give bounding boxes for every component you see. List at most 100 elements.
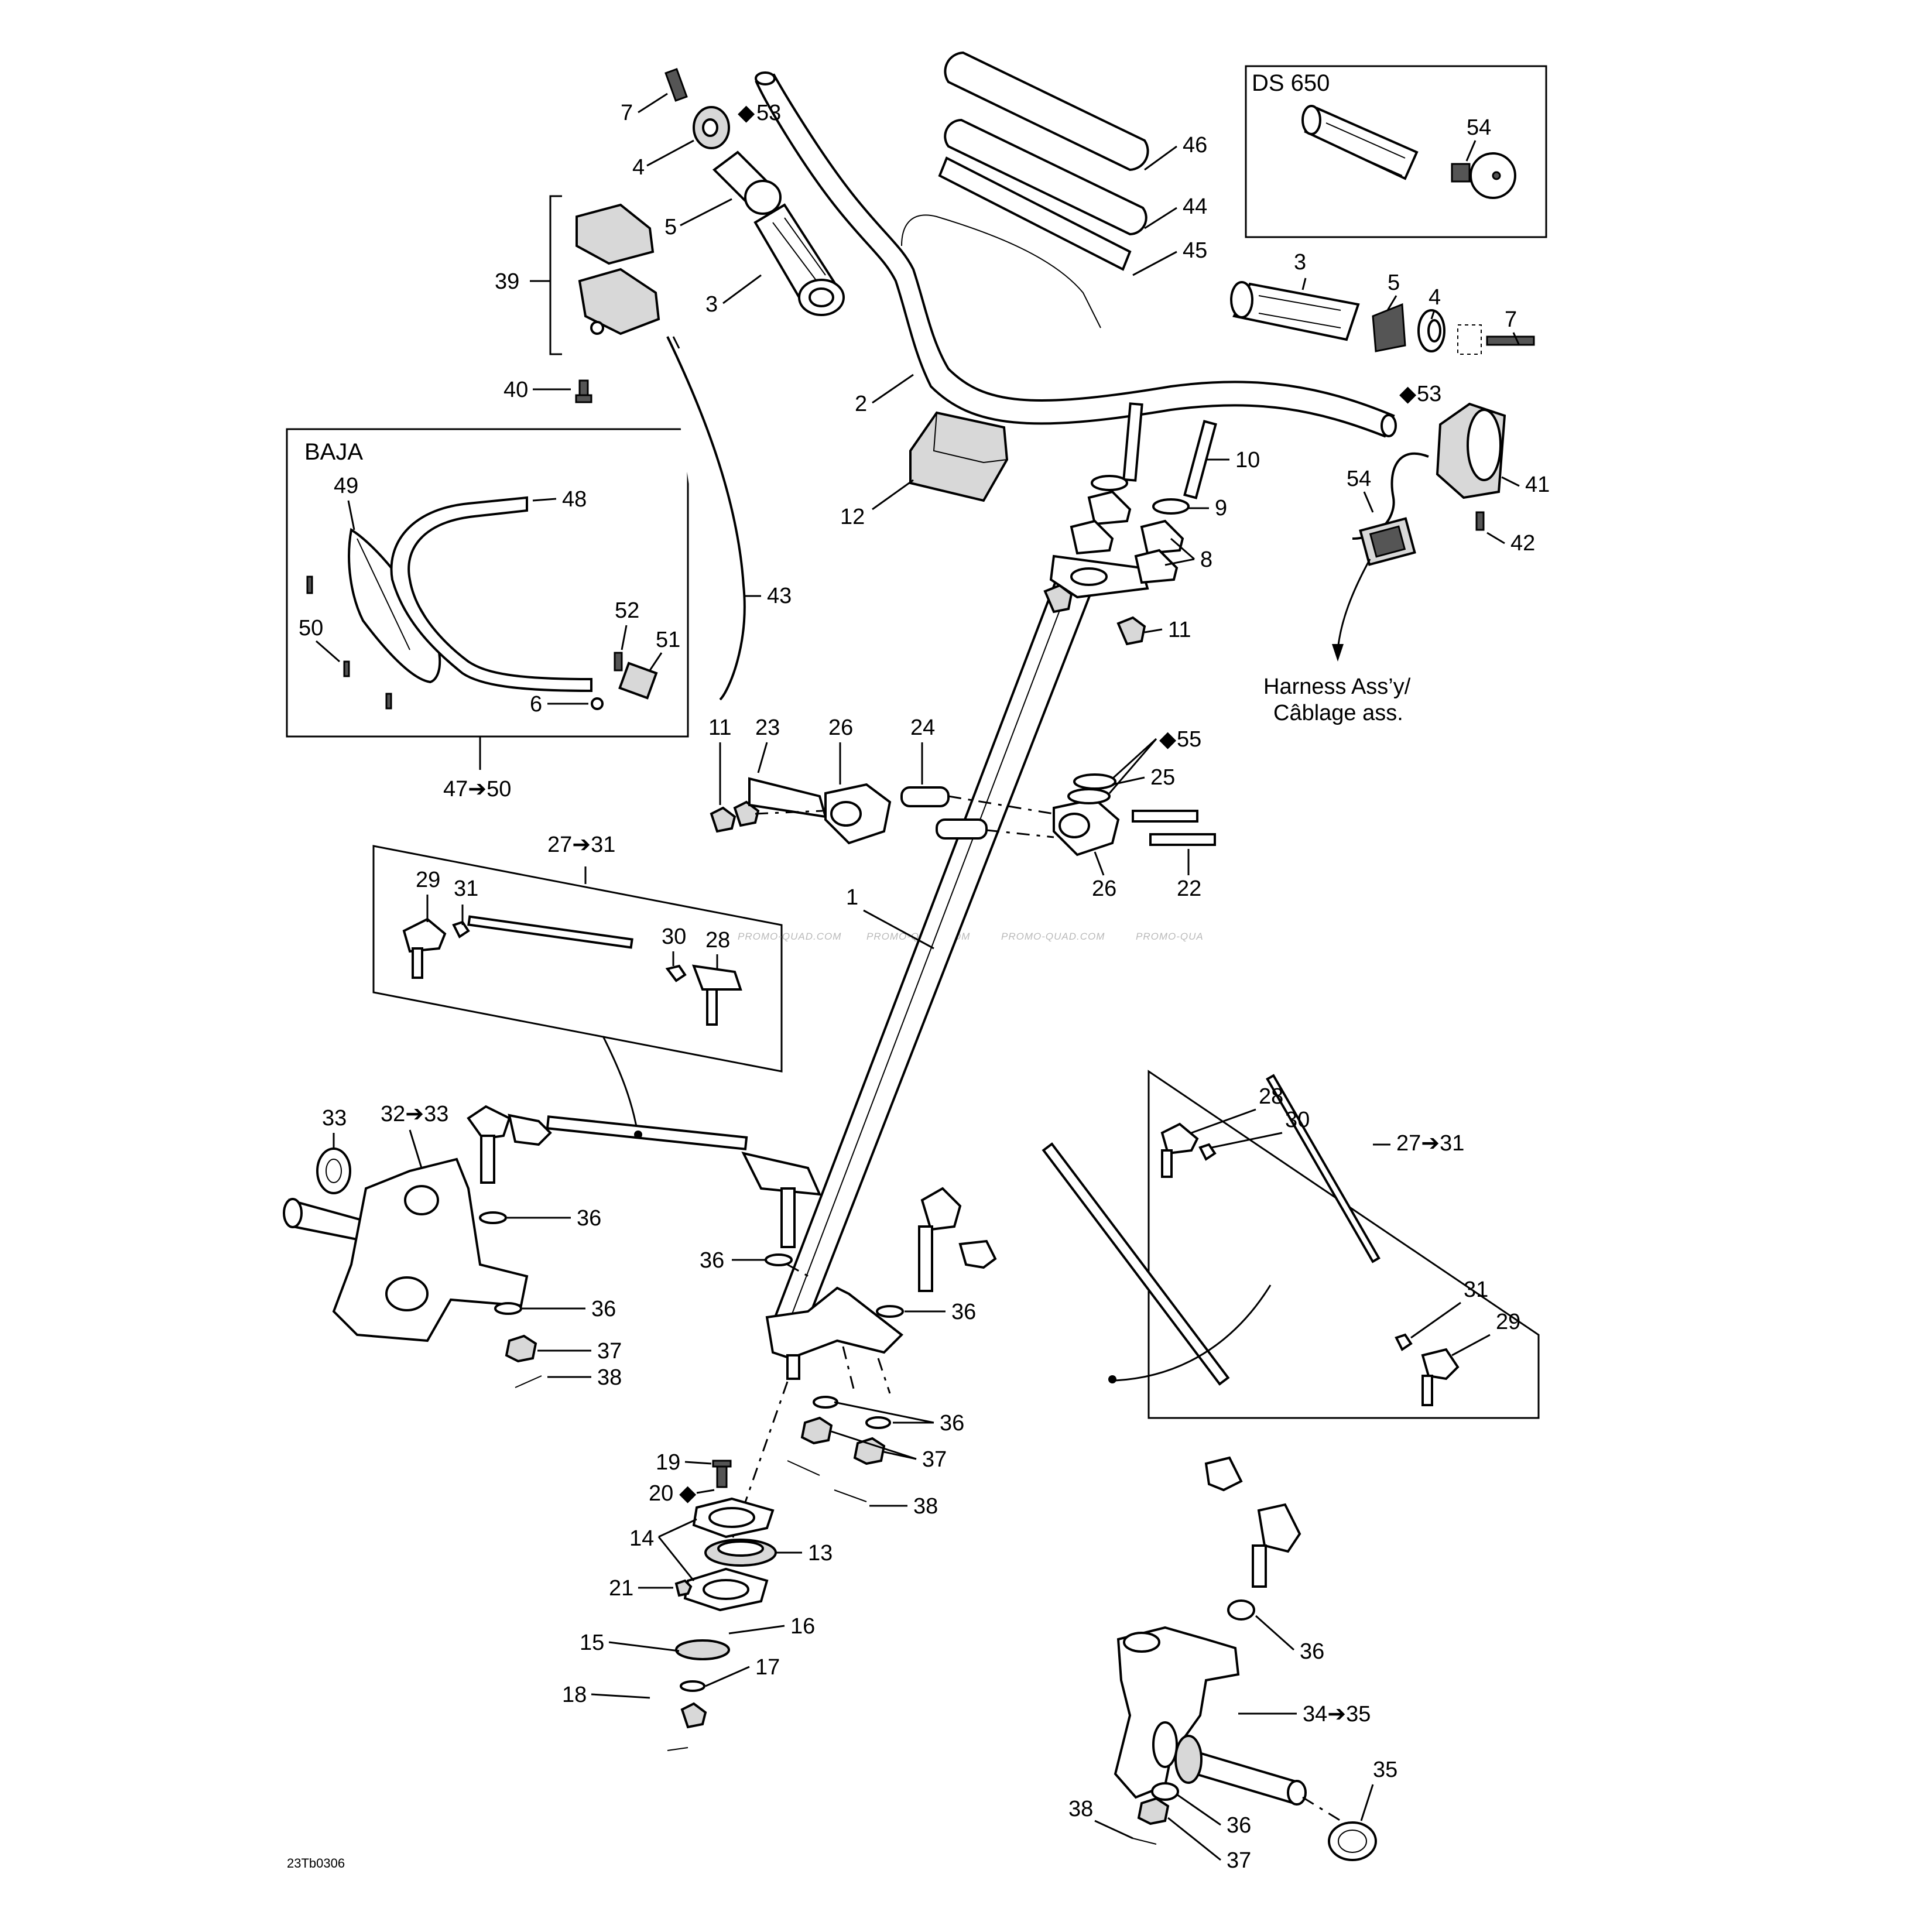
switch-housing-41 [1352, 402, 1506, 566]
callout-49: 49 [334, 474, 358, 498]
callout-37c: 37 [1227, 1848, 1251, 1873]
callout-44: 44 [1183, 194, 1207, 219]
tie-rod-left [467, 1105, 822, 1248]
callout-38a: 38 [597, 1365, 622, 1390]
column-support-group [710, 773, 1216, 857]
screw-40 [575, 379, 592, 403]
callout-2: 2 [855, 392, 867, 416]
callout-45: 45 [1183, 238, 1207, 263]
callout-37a: 37 [597, 1339, 622, 1364]
callout-53b: 53 [1417, 382, 1441, 406]
callout-55: 55 [1177, 727, 1201, 752]
washer-36a [479, 1211, 507, 1224]
callout-43: 43 [767, 584, 792, 608]
drop-icon-55: ◆ [1159, 727, 1177, 752]
callout-54: 54 [1467, 115, 1491, 140]
pin-38b [787, 1460, 820, 1476]
washer-36h [1151, 1782, 1179, 1801]
callout-30b: 30 [1285, 1108, 1310, 1132]
callout-36g: 36 [1227, 1813, 1251, 1838]
throttle-cable-43 [666, 336, 746, 701]
callout-36d: 36 [951, 1300, 976, 1324]
callout-3: 3 [705, 292, 718, 317]
steering-column-1 [771, 554, 1149, 1337]
baja-box-label: BAJA [304, 439, 363, 465]
callout-7: 7 [621, 101, 633, 125]
callout-12: 12 [840, 505, 865, 529]
washer-9b [1152, 498, 1190, 515]
callout-25: 25 [1150, 765, 1175, 790]
nut-37a [505, 1334, 537, 1363]
handlebar-pad-46 [944, 51, 1149, 172]
callout-16: 16 [790, 1614, 815, 1639]
callout-52: 52 [615, 598, 639, 623]
callout-5: 5 [664, 215, 677, 239]
callout-6: 6 [530, 692, 542, 717]
washer-36g [1227, 1599, 1255, 1621]
figure-code: 23Tb0306 [287, 1856, 345, 1871]
callout-3b: 3 [1294, 250, 1306, 275]
callout-36c: 36 [591, 1297, 616, 1321]
svg-text:PROMO-QUAD.COM: PROMO-QUAD.COM [1001, 931, 1105, 942]
callout-11a: 11 [1168, 618, 1191, 642]
harness-label-2: Câblage ass. [1273, 701, 1403, 725]
harness-label-1: Harness Ass’y/ [1263, 674, 1411, 699]
nut-37b [800, 1416, 833, 1445]
callout-17: 17 [755, 1655, 780, 1680]
baja-handguard [306, 496, 658, 710]
callout-21: 21 [609, 1576, 633, 1601]
left-grip-assembly [664, 68, 845, 316]
drop-icon-b: ◆ [1399, 382, 1417, 406]
washer-36f [865, 1416, 891, 1429]
tie-rod-upper-detail [402, 915, 742, 1026]
svg-text:PROMO-QUAD.COM: PROMO-QUAD.COM [738, 931, 841, 942]
washer-9a [1091, 475, 1128, 491]
callout-5b: 5 [1388, 270, 1400, 295]
callout-42: 42 [1510, 531, 1535, 556]
callout-8: 8 [1200, 547, 1212, 572]
ds650-variant-box [1245, 65, 1547, 238]
callout-38b: 38 [913, 1494, 938, 1519]
callout-48: 48 [562, 487, 587, 512]
bolts-10 [1122, 402, 1217, 499]
handlebar [755, 71, 1397, 438]
callout-38c: 38 [1068, 1797, 1093, 1821]
callout-26a: 26 [828, 715, 853, 740]
callout-18: 18 [562, 1683, 587, 1707]
column-bearing-group [667, 1460, 777, 1751]
callout-54b: 54 [1347, 467, 1371, 491]
callout-36a: 36 [577, 1206, 601, 1231]
callout-41: 41 [1525, 472, 1550, 497]
callout-53: 53 [756, 101, 781, 125]
pin-38a [515, 1375, 542, 1388]
callout-39: 39 [495, 269, 519, 294]
callout-28b: 28 [1259, 1084, 1283, 1109]
callout-10: 10 [1235, 448, 1260, 472]
callout-7b: 7 [1505, 307, 1517, 332]
callout-36f: 36 [1300, 1639, 1324, 1664]
callout-14: 14 [629, 1526, 654, 1551]
tie-rod-upper-box [372, 845, 783, 1073]
nut-37c [853, 1437, 886, 1465]
nut-37d [1137, 1797, 1170, 1825]
bar-cover-12 [909, 411, 1009, 502]
left-spindle-32 [283, 1157, 529, 1342]
callout-46: 46 [1183, 133, 1207, 157]
nut-11a [1043, 584, 1073, 614]
callout-26b: 26 [1092, 876, 1116, 901]
baja-kit-range-label: 47➔50 [443, 777, 511, 801]
callout-34-35: 34➔35 [1303, 1702, 1371, 1727]
tie-rod-right-range-label: 27➔31 [1396, 1131, 1464, 1156]
ds650-box-label: DS 650 [1252, 70, 1330, 96]
callout-50: 50 [299, 616, 323, 640]
callout-40: 40 [503, 378, 528, 402]
bar-clamps-8 [1070, 490, 1184, 584]
callout-11b: 11 [708, 715, 731, 740]
callout-28a: 28 [705, 928, 730, 953]
callout-36b: 36 [700, 1248, 724, 1273]
washer-36e [813, 1396, 838, 1409]
watermark: PROMO-QUAD.COM PROMO-QUAD.COM PROMO-QUAD… [738, 931, 1203, 942]
callout-24: 24 [910, 715, 935, 740]
callout-19: 19 [656, 1450, 680, 1475]
